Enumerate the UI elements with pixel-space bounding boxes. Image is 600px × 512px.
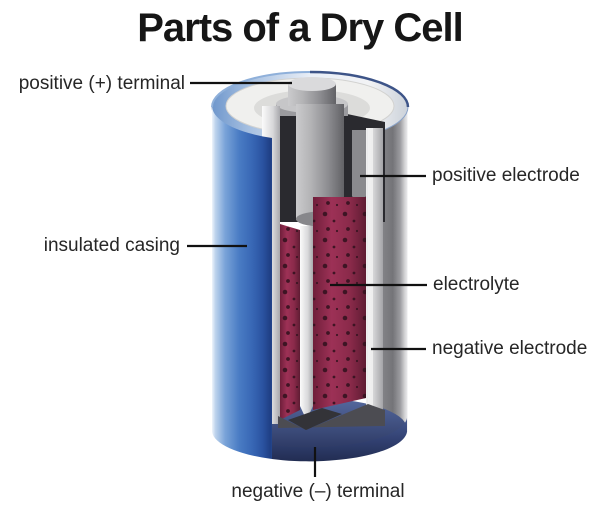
label-insulated-casing: insulated casing bbox=[43, 235, 180, 256]
label-positive-terminal: positive (+) terminal bbox=[18, 73, 185, 94]
label-electrolyte: electrolyte bbox=[433, 274, 520, 295]
negative-electrode-shell bbox=[366, 128, 383, 412]
bottom-terminal-band bbox=[272, 418, 407, 462]
label-negative-electrode: negative electrode bbox=[432, 338, 588, 359]
cut-floor bbox=[278, 404, 385, 430]
outer-can-gray bbox=[383, 104, 408, 432]
leader-lines bbox=[187, 81, 427, 477]
label-negative-terminal: negative (–) terminal bbox=[231, 481, 405, 502]
diagram-title: Parts of a Dry Cell bbox=[137, 6, 464, 50]
label-positive-electrode: positive electrode bbox=[432, 165, 580, 186]
insulated-casing-body bbox=[212, 107, 272, 459]
electrolyte-mass bbox=[280, 197, 366, 420]
